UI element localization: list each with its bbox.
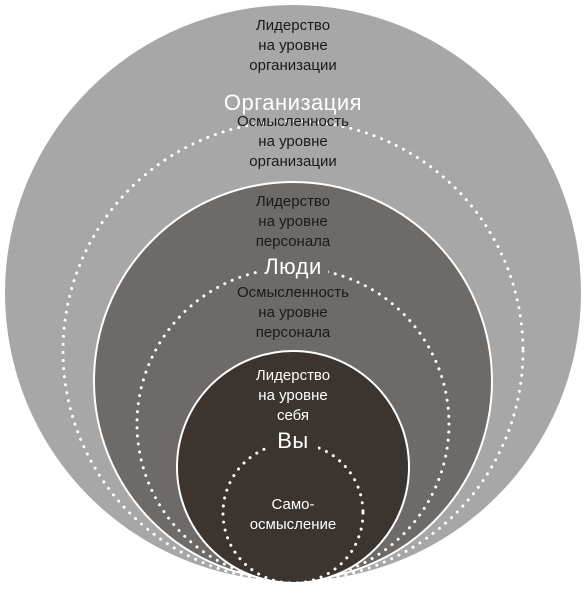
you-dotted-ring (221, 441, 365, 585)
organization-meaning-label: Осмысленность на уровне организации (237, 113, 349, 170)
people-dotted-ring (135, 266, 451, 582)
people-meaning-label: Осмысленность на уровне персонала (237, 284, 349, 341)
you-title-backing (268, 428, 318, 456)
organization-dotted-ring (61, 119, 525, 583)
people-title-backing (258, 252, 328, 282)
organization-title-backing (218, 88, 370, 118)
people-leadership-label: Лидерство на уровне персонала (255, 193, 331, 250)
you-meaning-label: Само- осмысление (249, 496, 337, 533)
organization-title: Организация (223, 90, 363, 115)
organization-leadership-label: Лидерство на уровне организации (249, 17, 337, 74)
people-title: Люди (264, 254, 322, 279)
you-title: Вы (277, 428, 309, 453)
you-leadership-label: Лидерство на уровне себя (255, 367, 331, 424)
you-circle (176, 350, 410, 584)
